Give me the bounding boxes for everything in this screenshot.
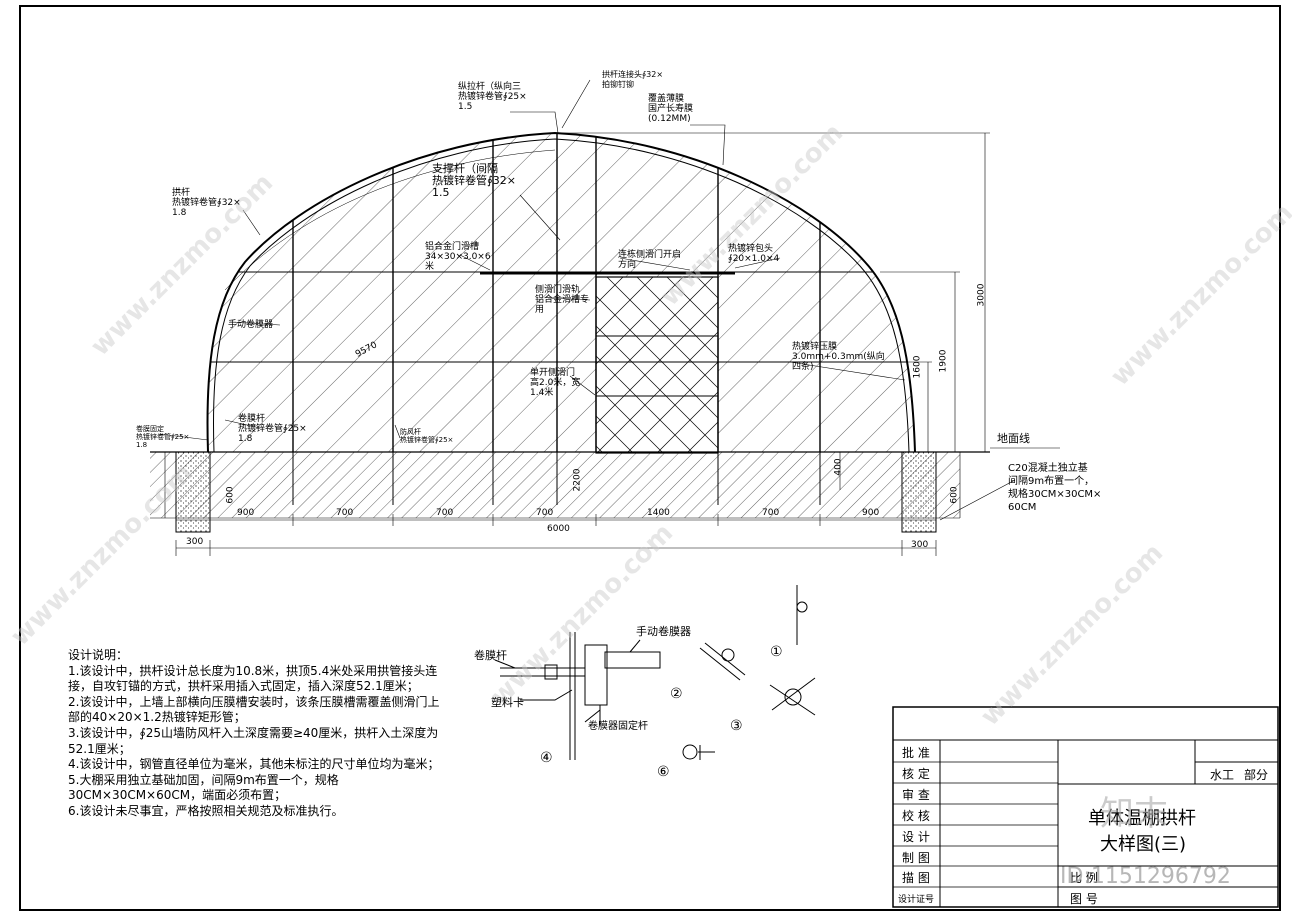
detail-num-2: ② xyxy=(670,686,683,702)
tb-row-design: 设 计 xyxy=(902,830,930,844)
tb-row-verify: 核 定 xyxy=(902,767,930,781)
dim-total-width: 6000 xyxy=(547,524,570,534)
tb-row-check: 校 核 xyxy=(902,809,930,823)
detail-clips xyxy=(682,585,816,760)
detail-roller xyxy=(494,632,661,760)
dim-pile-depth: 400 xyxy=(833,458,844,476)
dim-foot-right: 300 xyxy=(911,540,929,550)
soil-section xyxy=(150,452,960,518)
dim-total-height: 3000 xyxy=(976,283,987,307)
dim-depth-right: 600 xyxy=(949,486,960,504)
tb-drawing-no: 图 号 xyxy=(1070,892,1098,906)
note-item: 2.该设计中，上墙上部横向压膜槽安装时，该条压膜槽需覆盖侧滑门上部的40×20×… xyxy=(68,694,440,725)
note-item: 6.该设计未尽事宜，严格按照相关规范及标准执行。 xyxy=(68,803,344,818)
detail-label-manual-roller: 手动卷膜器 xyxy=(636,625,691,638)
label-film-roll-bar: 卷膜杆 热镀锌卷管∮25× 1.8 xyxy=(238,414,307,444)
dim-door-depth: 2200 xyxy=(572,468,583,492)
dim-vertical xyxy=(164,132,990,518)
label-single-door: 单开侧滑门 高2.0米，宽 1.4米 xyxy=(530,368,581,398)
dim-depth-left: 600 xyxy=(225,486,236,504)
tb-part: 部分 xyxy=(1244,768,1269,782)
note-item: 1.该设计中，拱杆设计总长度为10.8米，拱顶5.4米处采用拱管接头连接，自攻钉… xyxy=(68,663,438,694)
tb-row-trace: 描 图 xyxy=(902,871,930,885)
label-film-clip-bar: 热镀锌压膜 3.0mm+0.3mm(纵向 四条) xyxy=(792,342,885,372)
label-longitudinal-bar: 纵拉杆（纵向三 热镀锌卷管∮25× 1.5 xyxy=(458,82,527,112)
label-door-direction: 连栋侧滑门开启 方向 xyxy=(618,250,682,270)
label-alu-rail: 铝合金门滑槽 34×30×3.0×6 米 xyxy=(425,242,491,272)
label-arch-connector: 拱杆连接头∮32× 拍铆钉铆 xyxy=(602,70,664,89)
detail-label-juanmo-gan: 卷膜杆 xyxy=(474,649,507,662)
design-notes: 设计说明： 1.该设计中，拱杆设计总长度为10.8米，拱顶5.4米处采用拱管接头… xyxy=(68,648,448,820)
label-galv-end: 热镀锌包头 ∮20×1.0×4 xyxy=(728,244,780,264)
detail-label-plastic-clip: 塑料卡 xyxy=(491,696,524,709)
tb-row-review: 审 查 xyxy=(902,788,930,802)
note-item: 4.该设计中，钢管直径单位为毫米，其他未标注的尺寸单位均为毫米； xyxy=(68,757,440,772)
footing-right xyxy=(901,451,937,533)
title-block xyxy=(892,706,1279,908)
notes-title: 设计说明： xyxy=(68,648,129,662)
label-manual-roller: 手动卷膜器 xyxy=(228,320,274,330)
dim-1900: 1900 xyxy=(938,349,949,373)
dim-1600: 1600 xyxy=(912,355,923,379)
detail-label-fixing-bar: 卷膜器固定杆 xyxy=(588,721,648,732)
tb-row-approve: 批 准 xyxy=(902,746,930,760)
dim-foot-left: 300 xyxy=(186,537,204,547)
dim-d5: 1400 xyxy=(647,508,670,518)
label-side-door-bar: 侧滑门滑轨 铝合金滑槽专 用 xyxy=(535,285,590,315)
arch-film-hatch xyxy=(207,133,916,452)
dim-d7: 900 xyxy=(862,508,880,518)
detail-num-4: ④ xyxy=(540,750,553,766)
dim-d3: 700 xyxy=(436,508,454,518)
label-ground-line: 地面线 xyxy=(997,432,1030,445)
tb-row-draft: 制 图 xyxy=(902,851,930,865)
dim-chain xyxy=(175,514,937,556)
drawing-frame xyxy=(19,5,1281,911)
dim-d2: 700 xyxy=(336,508,354,518)
dim-d6: 700 xyxy=(762,508,780,518)
tb-dept: 水工 xyxy=(1210,768,1235,782)
label-arch-bar: 拱杆 热镀锌卷管∮32× 1.8 xyxy=(172,188,241,218)
label-windproof: 防风杆 热镀锌卷管∮25× xyxy=(400,428,454,444)
dim-d4: 700 xyxy=(536,508,554,518)
dim-d1: 900 xyxy=(237,508,255,518)
tb-drawing-title-2: 大样图(三) xyxy=(1100,834,1187,855)
detail-num-3: ③ xyxy=(730,718,743,734)
detail-num-6: ⑥ xyxy=(657,764,670,780)
id-watermark: ID:1151296792 xyxy=(1060,864,1231,889)
logo: 知末 xyxy=(1100,794,1168,834)
detail-num-1: ① xyxy=(770,644,783,660)
arch-outline-outer xyxy=(206,131,916,453)
label-foundation: C20混凝土独立基 间隔9m布置一个， 规格30CM×30CM× 60CM xyxy=(1008,463,1102,513)
footing-left xyxy=(175,451,211,533)
label-support-bar: 支撑杆（间隔 热镀锌卷管∮32× 1.5 xyxy=(432,162,516,199)
note-item: 5.大棚采用独立基础加固，间隔9m布置一个，规格30CM×30CM×60CM，端… xyxy=(68,772,339,803)
tb-scale: 比 例 xyxy=(1070,871,1098,885)
tb-row-cert: 设计证号 xyxy=(898,895,935,905)
label-film-fix: 卷膜固定 热镀锌卷管∮25× 1.8 xyxy=(136,425,190,449)
note-item: 3.该设计中，∮25山墙防风杆入土深度需要≥40厘米，拱杆入土深度为52.1厘米… xyxy=(68,725,439,756)
arch-outline-inner xyxy=(213,138,910,453)
tb-drawing-title-1: 单体温棚拱杆 xyxy=(1088,808,1196,829)
label-cover-film: 覆盖薄膜 国产长寿膜 (0.12MM) xyxy=(648,94,694,124)
